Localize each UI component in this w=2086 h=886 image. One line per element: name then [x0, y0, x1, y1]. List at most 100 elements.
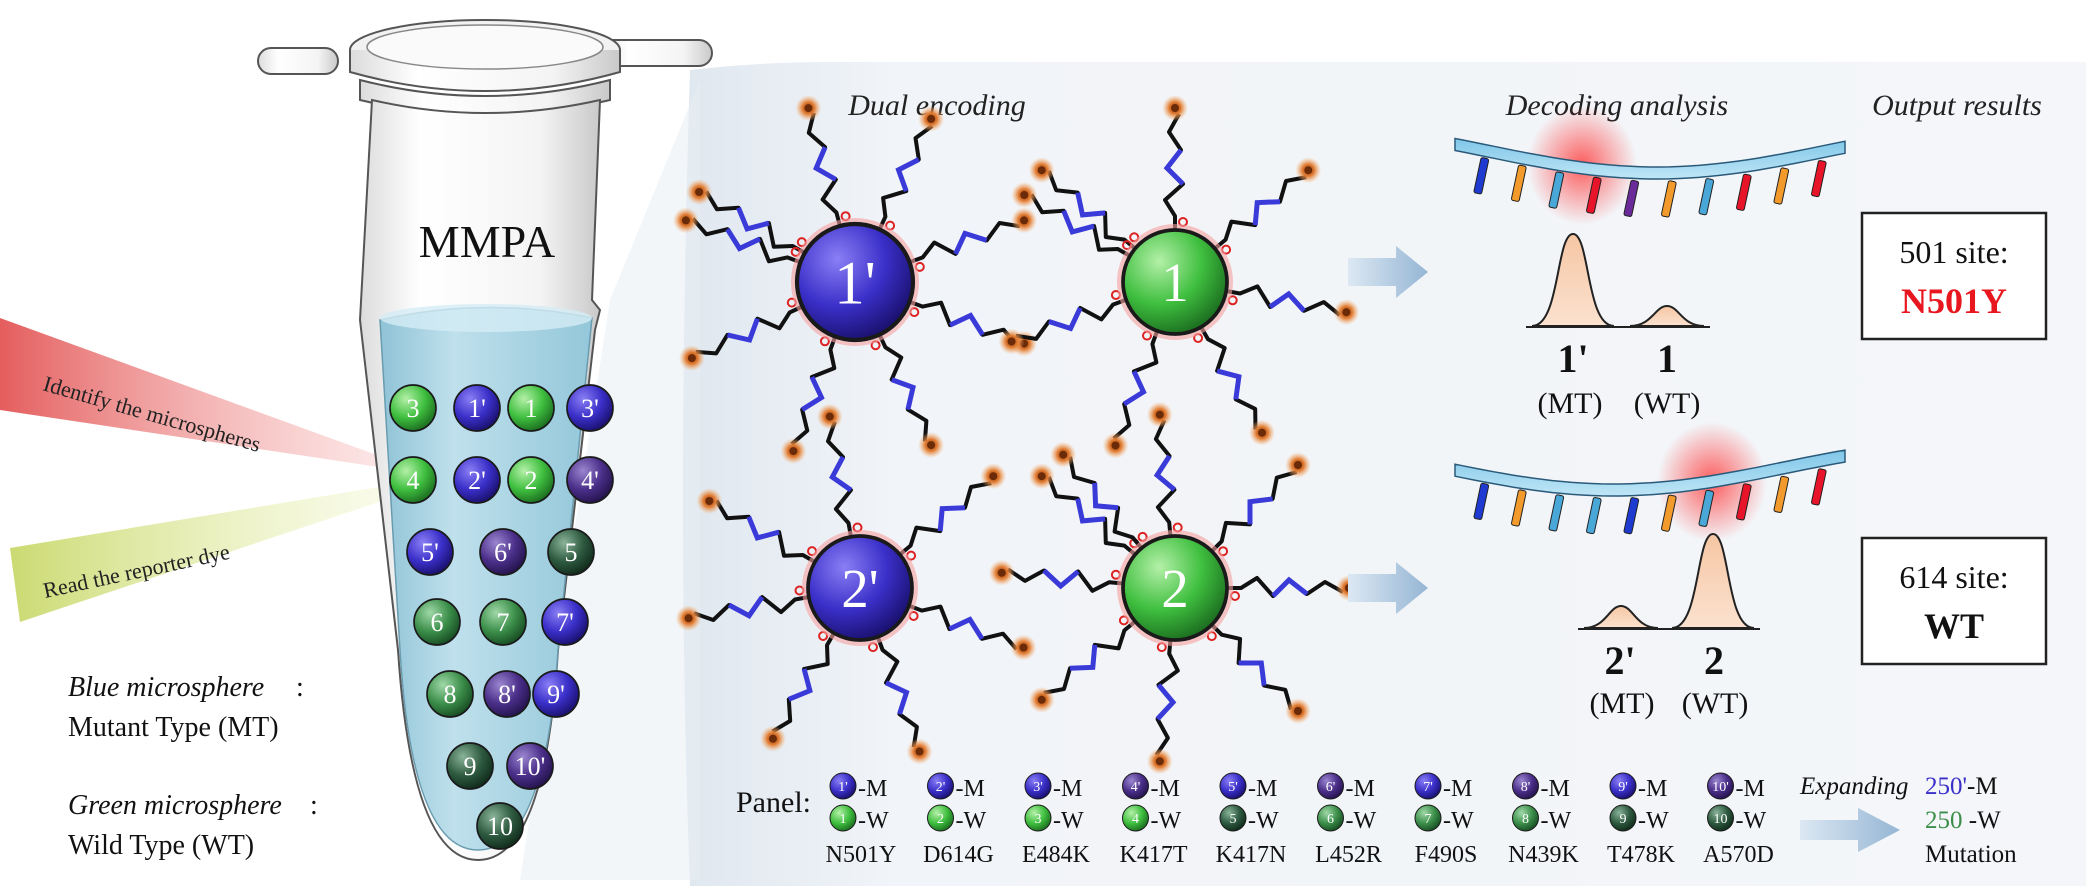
- dna-backbone: [1454, 137, 1846, 180]
- probe-segment: [1163, 148, 1185, 186]
- tube-bead-sphere: [566, 384, 614, 432]
- expanding-m-label: 250'-M: [1925, 773, 1998, 800]
- tube-bead-label: 4': [581, 466, 599, 495]
- dna-base: [1548, 494, 1565, 532]
- panel-mutation: N439K: [1508, 842, 1579, 868]
- panel-bead-m-label: 1': [838, 780, 848, 795]
- tube-hinge-left: [257, 47, 339, 75]
- probe-segment: [726, 317, 760, 343]
- panel-bead-w-label: 1: [840, 812, 847, 827]
- reporter-dye-core: [1037, 166, 1046, 175]
- panel-w-label: -W: [956, 808, 987, 834]
- probe-segment: [1238, 660, 1267, 686]
- tube-bead-sphere: [506, 742, 554, 790]
- dna-base: [1811, 160, 1827, 198]
- tube-bead-sphere: [541, 598, 589, 646]
- panel-bead-w-label: 2: [937, 812, 944, 827]
- panel-mutation: A570D: [1703, 842, 1774, 868]
- panel-w-label: -W: [858, 808, 889, 834]
- panel-bead-w: 2: [927, 804, 954, 832]
- arrow-row1: [1348, 246, 1428, 298]
- probe-segment: [1069, 644, 1098, 671]
- tube-bead: 5: [547, 528, 595, 576]
- probe-segment: [800, 375, 825, 412]
- panel-bead-w-sphere: [927, 804, 954, 832]
- reporter-dye-core: [705, 497, 714, 505]
- panel-bead-w-sphere: [829, 804, 857, 832]
- expanding-mutation: Mutation: [1925, 841, 2017, 868]
- dna-base: [1661, 494, 1677, 532]
- tube-bead: 8: [426, 670, 474, 718]
- reporter-dye-core: [1020, 191, 1029, 199]
- tube-bead-label: 10: [487, 812, 513, 841]
- encoding-bead-label: 2: [1161, 558, 1188, 619]
- expanding-w-number: 250: [1925, 807, 1963, 834]
- encoding-bead-label: 2': [841, 558, 878, 619]
- tube-label: MMPA: [419, 216, 555, 267]
- tube-bead-label: 1: [525, 394, 538, 423]
- panel-m-label: -M: [1443, 776, 1472, 802]
- panel-bead-w-sphere: [1024, 804, 1052, 832]
- panel-mutation: D614G: [923, 842, 994, 868]
- encoding-bead: 1': [794, 221, 916, 343]
- probe-segment: [948, 312, 985, 337]
- panel-bead-m-sphere: [1122, 772, 1149, 800]
- tube-bead-sphere: [483, 670, 531, 718]
- encoding-bead-group: 1': [672, 95, 1038, 465]
- panel-bead-m-sphere: [1317, 772, 1344, 800]
- reporter-dye-core: [1171, 104, 1179, 112]
- panel-mutation: E484K: [1022, 842, 1091, 868]
- tube-bead-label: 10': [515, 752, 546, 781]
- reporter-dye-core: [1155, 410, 1164, 419]
- panel-bead-m: 7': [1414, 772, 1442, 800]
- panel-bead-w: 7: [1414, 804, 1442, 832]
- tube-bead-sphere: [389, 456, 437, 504]
- panel-bead-m-sphere: [927, 772, 954, 800]
- expanding-arrow: [1800, 808, 1900, 852]
- probe-segment: [1216, 368, 1242, 400]
- panel-bead-m: 9': [1609, 772, 1637, 800]
- panel-bead-w: 5: [1219, 804, 1247, 832]
- panel-bead-m: 10': [1707, 772, 1734, 800]
- probe-segment: [1048, 306, 1083, 332]
- expanding-w-label: 250 -W: [1925, 807, 2001, 834]
- panel-m-label: -M: [1541, 776, 1570, 802]
- panel-m-label: -M: [1736, 776, 1765, 802]
- encoding-bead-sphere: [794, 221, 916, 343]
- reporter-dye-core: [804, 104, 813, 113]
- peak-1-type: (WT): [1634, 387, 1701, 420]
- tube-bead-sphere: [446, 742, 494, 790]
- panel-bead-w-sphere: [1707, 804, 1734, 832]
- tube-bead: 3': [566, 384, 614, 432]
- panel-bead-m-sphere: [1707, 772, 1734, 800]
- encoding-bead-sphere: [806, 534, 914, 642]
- peak-1prime-type: (MT): [1538, 387, 1603, 420]
- peak-2prime-type: (MT): [1590, 687, 1655, 720]
- probe-segment: [736, 206, 770, 232]
- reporter-dye-core: [1304, 166, 1313, 175]
- reporter-dye-core: [825, 412, 834, 421]
- probe-segment: [1092, 482, 1119, 511]
- peak-2prime-number: 2': [1604, 638, 1635, 683]
- dna-base: [1661, 180, 1677, 218]
- tube-bead-sphere: [413, 598, 461, 646]
- probe-segment: [1271, 576, 1309, 598]
- reporter-dye-core: [1111, 441, 1120, 450]
- dna-base: [1511, 164, 1527, 202]
- panel-bead-w: 6: [1317, 804, 1344, 832]
- probe-segment: [787, 668, 813, 702]
- green-microsphere-desc: Wild Type (WT): [68, 830, 254, 861]
- reporter-dye-core: [1037, 695, 1046, 704]
- tube-bead-label: 6': [494, 538, 512, 567]
- reporter-dye-core: [927, 114, 936, 123]
- reporter-dye-core: [1007, 337, 1016, 346]
- probe-segment: [813, 146, 838, 182]
- panel-bead-m: 2': [927, 772, 954, 800]
- read-beam: Read the reporter dye: [10, 486, 385, 622]
- tube-bead-sphere: [453, 456, 501, 504]
- probe-segment: [1155, 683, 1177, 721]
- panel-bead-m-label: 4': [1131, 780, 1141, 795]
- panel-bead-w-sphere: [1609, 804, 1637, 832]
